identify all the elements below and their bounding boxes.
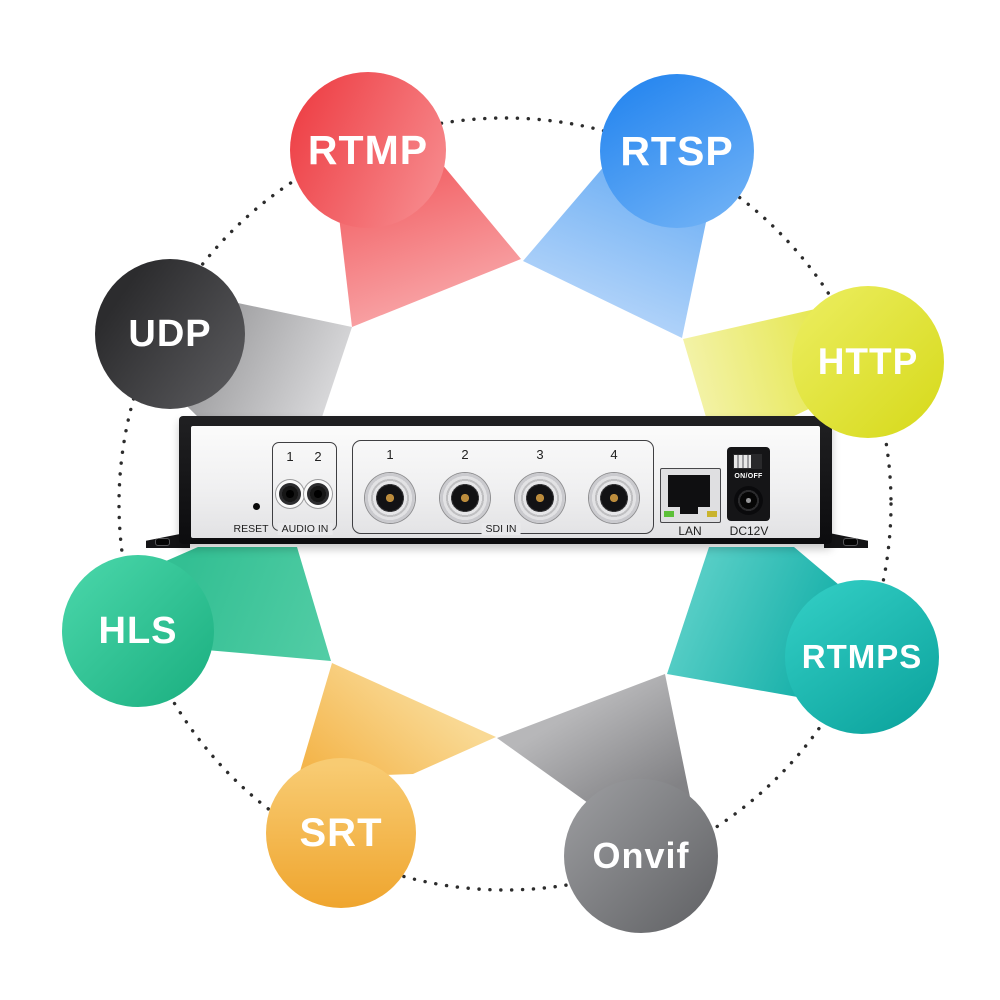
protocol-label: UDP [128,312,212,355]
power-module: ON/OFF [727,447,770,521]
on-off-label: ON/OFF [734,473,763,480]
protocol-bubble-hls: HLS [62,555,214,707]
protocol-bubble-srt: SRT [266,758,416,908]
rj45-socket [668,475,710,514]
beam-srt [298,663,496,778]
lan-led-amber [707,511,717,517]
sdi-port-4-label: 4 [610,447,618,462]
sdi-port-1-label: 1 [386,447,394,462]
protocol-label: HLS [98,609,178,652]
encoder-device: RESET 1 2 AUDIO IN 1 2 3 4 SDI IN [146,414,868,550]
protocol-label: Onvif [592,835,690,876]
audio-in-jack-1[interactable] [279,483,301,505]
protocol-label: RTMP [307,126,429,173]
dc-power-jack[interactable] [734,486,763,515]
protocol-bubble-udp: UDP [95,259,245,409]
dotted-orbit [117,116,893,892]
sdi-port-2-label: 2 [461,447,469,462]
protocol-bubble-rtmps: RTMPS [785,580,939,734]
reset-button[interactable] [253,503,260,510]
protocol-bubble-rtsp: RTSP [600,74,754,228]
lan-label: LAN [678,524,702,538]
protocol-bubble-http: HTTP [792,286,944,438]
protocol-bubble-rtmp: RTMP [290,72,446,228]
protocol-label: RTMPS [801,638,923,675]
sdi-in-group-label: SDI IN [481,523,521,535]
dc12v-label: DC12V [729,524,769,538]
audio-in-group-label: AUDIO IN [277,523,333,535]
power-switch-knob [734,455,751,468]
sdi-port-3-label: 3 [536,447,544,462]
protocol-bubble-onvif: Onvif [564,779,718,933]
protocol-label: SRT [299,810,383,855]
ear-screw-hole [843,538,858,546]
rear-panel-face: RESET 1 2 AUDIO IN 1 2 3 4 SDI IN [191,426,820,538]
lan-port[interactable] [660,468,721,523]
lan-led-green [664,511,674,517]
power-switch[interactable] [733,454,762,469]
device-chassis: RESET 1 2 AUDIO IN 1 2 3 4 SDI IN [179,416,832,544]
protocol-label: HTTP [817,341,919,382]
ear-screw-hole [155,538,170,546]
sdi-bnc-connector-4[interactable] [589,473,639,523]
sdi-bnc-connector-1[interactable] [365,473,415,523]
audio-port-1-label: 1 [286,449,294,464]
audio-port-2-label: 2 [314,449,322,464]
sdi-bnc-connector-2[interactable] [440,473,490,523]
reset-label: RESET [233,523,269,535]
protocol-label: RTSP [620,127,734,174]
sdi-bnc-connector-3[interactable] [515,473,565,523]
beam-onvif [497,674,690,803]
audio-in-jack-2[interactable] [307,483,329,505]
